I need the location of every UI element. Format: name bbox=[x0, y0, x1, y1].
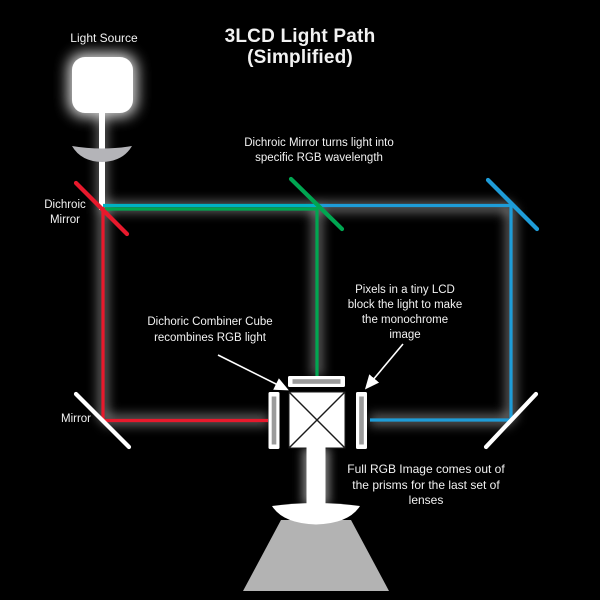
dichroic-mirror-label: Dichroic Mirror bbox=[44, 199, 86, 226]
mirror-bottom-left bbox=[73, 391, 132, 450]
combiner-cube-note: Dichoric Combiner Cube recombines RGB li… bbox=[147, 316, 273, 344]
dichroic-mirror-red bbox=[73, 180, 130, 237]
combiner-arrow bbox=[217, 354, 289, 391]
page-title: 3LCD Light Path (Simplified) bbox=[225, 26, 376, 68]
mirror-bottom-right bbox=[483, 391, 539, 450]
dichroic-mirror-note: Dichroic Mirror turns light into specifi… bbox=[244, 137, 394, 164]
light-source-box bbox=[72, 57, 133, 113]
lcd-pixels-note: Pixels in a tiny LCD block the light to … bbox=[347, 284, 463, 341]
combiner-cube bbox=[288, 391, 346, 449]
output-beam bbox=[306, 447, 326, 507]
dichroic-mirror-green bbox=[288, 176, 345, 232]
projection-lens bbox=[272, 503, 360, 525]
dichroic-mirror-blue bbox=[485, 177, 540, 232]
full-rgb-output-note: Full RGB Image comes out of the prisms f… bbox=[347, 462, 505, 507]
condenser-lens bbox=[72, 146, 132, 162]
lcd-panel-right bbox=[356, 392, 367, 449]
light-source-label: Light Source bbox=[70, 31, 138, 45]
title-line1: 3LCD Light Path bbox=[224, 26, 376, 47]
lcd-panel-top bbox=[288, 376, 345, 387]
mirror-label: Mirror bbox=[60, 413, 92, 425]
projected-light-cone bbox=[243, 520, 389, 591]
title-line2: (Simplified) bbox=[247, 47, 353, 68]
lcd-arrow bbox=[364, 343, 404, 390]
lcd-panel-left bbox=[268, 392, 280, 449]
